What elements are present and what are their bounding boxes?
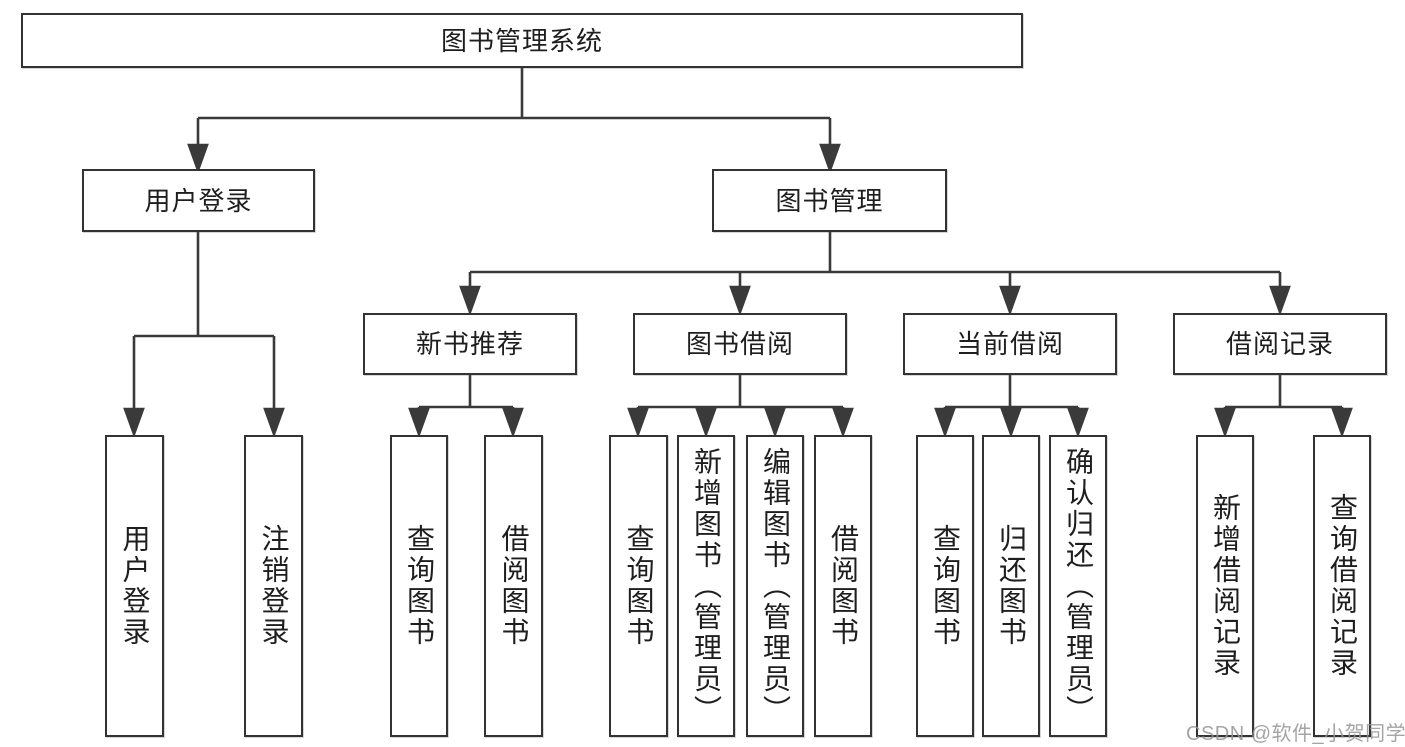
- arrow-down: [627, 407, 649, 438]
- node-new-book-recommendation: 新书推荐: [363, 313, 577, 375]
- arrow-down: [459, 285, 481, 316]
- node-label: 新增借阅记录: [1210, 493, 1241, 679]
- node-label: 图书管理: [775, 185, 884, 216]
- leaf-user-login: 用户登录: [105, 435, 164, 737]
- node-label: 注销登录: [258, 524, 290, 648]
- arrow-down: [819, 143, 841, 174]
- leaf-query-books-borrow: 查询图书: [609, 435, 668, 737]
- leaf-query-books-current: 查询图书: [916, 435, 974, 737]
- leaf-edit-book-admin: 编辑图书（管理员）: [746, 435, 804, 737]
- arrow-down: [695, 407, 717, 438]
- leaf-borrow-books: 借阅图书: [814, 435, 872, 737]
- connector-book-borrow-branch: [627, 375, 854, 438]
- node-label: 图书管理系统: [440, 25, 603, 56]
- arrow-down: [502, 407, 524, 438]
- node-borrowing-records: 借阅记录: [1173, 313, 1387, 375]
- node-library-management-system: 图书管理系统: [21, 13, 1023, 68]
- node-label: 查询图书: [404, 524, 435, 648]
- connector-borrow-records-branch: [1214, 375, 1353, 438]
- arrow-down: [1214, 407, 1236, 438]
- arrow-down: [263, 407, 285, 438]
- node-label: 查询借阅记录: [1327, 493, 1358, 679]
- leaf-logout: 注销登录: [244, 435, 303, 737]
- arrow-down: [729, 285, 751, 316]
- arrow-down: [934, 407, 956, 438]
- node-label: 新书推荐: [415, 329, 524, 359]
- leaf-confirm-return-admin: 确认归还（管理员）: [1049, 435, 1107, 737]
- node-label: 查询图书: [930, 524, 961, 648]
- node-label: 查询图书: [623, 524, 655, 648]
- connector-book-management-branch: [459, 232, 1291, 316]
- leaf-return-book: 归还图书: [982, 435, 1040, 737]
- arrow-down: [832, 407, 854, 438]
- arrow-down: [123, 407, 145, 438]
- leaf-add-borrow-record: 新增借阅记录: [1196, 435, 1254, 737]
- node-label: 借阅图书: [828, 524, 859, 648]
- leaf-query-books-recommend: 查询图书: [390, 435, 448, 737]
- arrow-down: [1000, 407, 1022, 438]
- csdn-watermark: CSDN @软件_小贺同学: [1186, 723, 1405, 745]
- leaf-query-borrow-record: 查询借阅记录: [1313, 435, 1371, 737]
- node-current-borrowing: 当前借阅: [903, 313, 1117, 375]
- node-label: 用户登录: [144, 185, 253, 216]
- node-label: 借阅图书: [498, 524, 530, 648]
- node-label: 编辑图书（管理员）: [760, 446, 791, 726]
- arrow-down: [187, 143, 209, 174]
- node-label: 归还图书: [996, 524, 1027, 648]
- node-user-login: 用户登录: [82, 169, 315, 232]
- connector-user-login-branch: [123, 232, 285, 438]
- connector-root-to-level2: [187, 68, 841, 174]
- node-book-borrowing: 图书借阅: [633, 313, 847, 375]
- node-book-management: 图书管理: [712, 169, 947, 232]
- arrow-down: [764, 407, 786, 438]
- arrow-down: [1067, 407, 1089, 438]
- node-label: 借阅记录: [1225, 329, 1334, 359]
- node-label: 新增图书（管理员）: [691, 446, 722, 726]
- connector-new-book-branch: [408, 375, 524, 438]
- arrow-down: [1269, 285, 1291, 316]
- arrow-down: [999, 285, 1021, 316]
- node-label: 确认归还（管理员）: [1063, 446, 1094, 726]
- connector-current-borrow-branch: [934, 375, 1089, 438]
- arrow-down: [1331, 407, 1353, 438]
- arrow-down: [408, 407, 430, 438]
- node-label: 当前借阅: [955, 329, 1064, 359]
- node-label: 图书借阅: [685, 329, 794, 359]
- leaf-add-book-admin: 新增图书（管理员）: [677, 435, 735, 737]
- leaf-borrow-books-recommend: 借阅图书: [484, 435, 543, 737]
- node-label: 用户登录: [119, 524, 151, 648]
